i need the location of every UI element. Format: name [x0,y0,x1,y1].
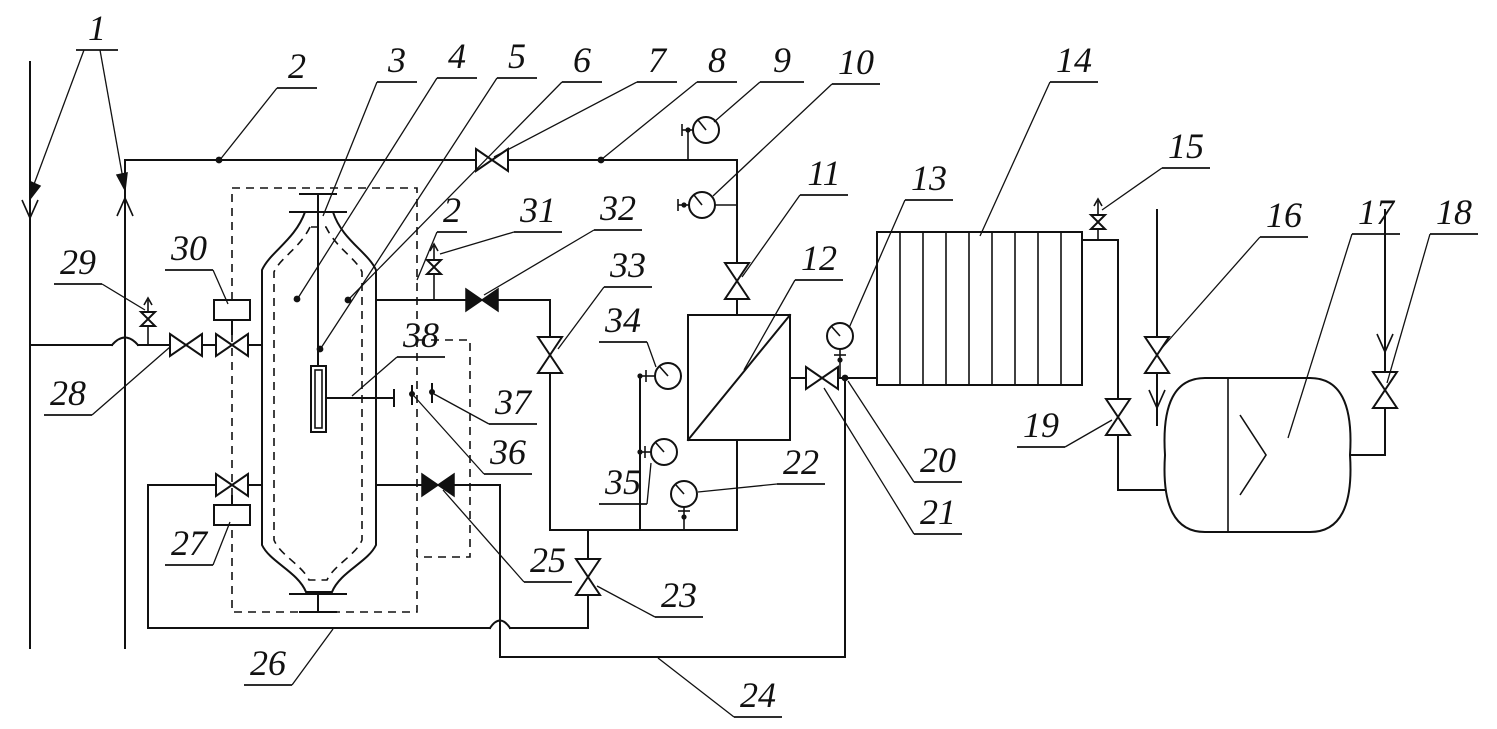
electrolyzer-vessel [261,193,433,613]
label-25: 25 [530,540,566,580]
callout-leaders [29,49,1478,718]
gauge-10 [677,191,737,219]
valve-28 [169,332,203,358]
label-35: 35 [604,462,641,502]
label-5: 5 [508,36,526,76]
label-36: 36 [489,432,526,472]
valves [138,147,1399,596]
tank-level-mark [1239,414,1267,496]
check-valve-32 [465,287,499,313]
label-33: 33 [609,245,646,285]
electrode-38-inner [314,369,323,429]
main-pipes [21,61,1394,658]
label-13: 13 [911,158,947,198]
valve-19 [1104,398,1132,436]
gauge-13 [826,322,854,378]
flow-arrow-tank-icon [1148,389,1166,410]
label-19: 19 [1023,405,1059,445]
electrode-38 [310,365,327,433]
label-12: 12 [801,238,837,278]
gauge-22 [670,480,698,530]
label-26: 26 [250,643,286,683]
gauges [637,116,854,530]
label-14: 14 [1056,40,1092,80]
vent-valve-15 [1088,197,1108,240]
flow-arrow-down-icon [21,199,39,220]
regulator-30 [213,299,251,358]
tank-17 [1163,377,1352,533]
valve-16 [1143,336,1171,374]
label-9: 9 [773,40,791,80]
gauge-34 [637,362,682,390]
flow-arrow-up-icon [116,196,134,217]
dashed-boundary-notch [417,339,471,558]
label-31: 31 [519,190,556,230]
line-jump-arc [110,336,140,347]
label-32: 32 [599,188,636,228]
label-18: 18 [1436,192,1472,232]
label-22: 22 [783,442,819,482]
label-37: 37 [494,382,533,422]
valve-23 [574,558,602,596]
label-2b: 2 [443,190,461,230]
label-21: 21 [920,492,956,532]
label-38: 38 [402,315,439,355]
check-valve-25 [421,472,455,498]
valve-21 [805,365,839,391]
label-4: 4 [448,36,466,76]
label-17: 17 [1358,192,1396,232]
label-30: 30 [170,228,207,268]
label-8: 8 [708,40,726,80]
label-23: 23 [661,575,697,615]
label-34: 34 [604,300,641,340]
label-7: 7 [648,40,668,80]
label-28: 28 [50,373,86,413]
valve-11 [723,262,751,300]
label-24: 24 [740,675,776,715]
label-1: 1 [88,8,106,48]
label-29: 29 [60,242,96,282]
valve-33 [536,336,564,374]
gauge-35 [637,438,678,466]
label-16: 16 [1266,195,1302,235]
label-15: 15 [1168,126,1204,166]
heat-exchanger-12 [686,313,792,442]
valve-18 [1371,371,1399,409]
vessel-inner-dashed [273,226,363,581]
label-10: 10 [838,42,874,82]
label-20: 20 [920,440,956,480]
label-3: 3 [387,40,406,80]
radiator-14 [876,231,1083,386]
regulator-27 [213,472,251,526]
label-27: 27 [171,523,209,563]
gauge-9 [681,116,720,160]
vent-valve-31 [424,242,444,300]
label-6: 6 [573,40,591,80]
label-2: 2 [288,46,306,86]
callout-labels: 1 2 3 4 5 6 7 8 9 10 11 12 13 14 15 16 1… [50,8,1472,715]
vent-valve-29 [138,296,158,345]
label-11: 11 [807,153,840,193]
flow-arrow-right-icon [1376,333,1394,354]
